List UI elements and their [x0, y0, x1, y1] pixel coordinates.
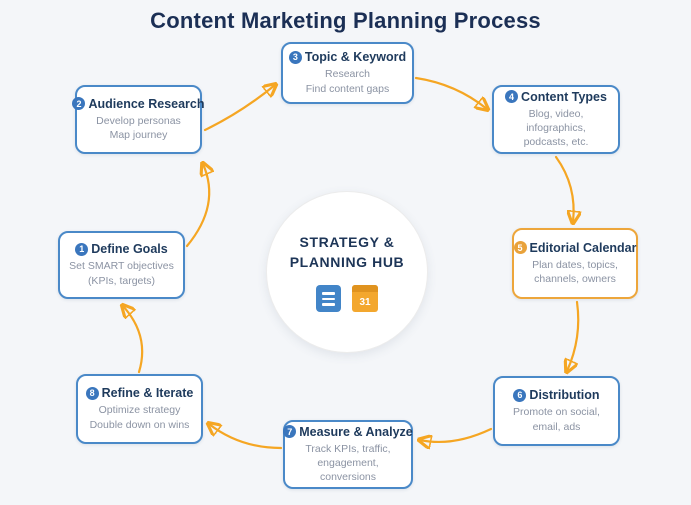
arrow-distribution-to-measure-analyze — [420, 427, 493, 442]
step-badge: 1 — [75, 242, 89, 256]
arrow-topic-keyword-to-content-types — [414, 76, 487, 109]
arrow-editorial-calendar-to-distribution — [567, 300, 580, 371]
step-badge: 2 — [72, 97, 86, 111]
node-refine-iterate[interactable]: 8 Refine & Iterate Optimize strategy Dou… — [76, 374, 203, 444]
node-label: Measure & Analyze — [299, 424, 413, 439]
calendar-icon: 31 — [352, 285, 378, 313]
node-label: Define Goals — [91, 242, 168, 257]
node-label: Refine & Iterate — [101, 386, 194, 401]
arrow-refine-iterate-to-define-goals — [123, 306, 144, 374]
step-badge: 7 — [283, 425, 297, 439]
document-icon — [316, 285, 341, 313]
page-title: Content Marketing Planning Process — [150, 8, 541, 33]
node-title: 7 Measure & Analyze — [283, 424, 413, 439]
step-badge: 5 — [513, 241, 527, 255]
node-measure-analyze[interactable]: 7 Measure & Analyze Track KPIs, traffic,… — [283, 420, 413, 489]
hub-label: STRATEGY & PLANNING HUB — [289, 233, 405, 270]
arrow-content-types-to-editorial-calendar — [554, 155, 574, 222]
node-label: Distribution — [529, 388, 600, 403]
node-label: Editorial Calendar — [529, 240, 637, 255]
step-badge: 3 — [288, 50, 302, 64]
node-content-types[interactable]: 4 Content Types Blog, video, infographic… — [492, 85, 620, 154]
node-topic-keyword[interactable]: 3 Topic & Keyword Research Find content … — [281, 42, 414, 104]
node-title: 1 Define Goals — [75, 242, 168, 257]
node-distribution[interactable]: 6 Distribution Promote on social, email,… — [493, 376, 620, 446]
node-define-goals[interactable]: 1 Define Goals Set SMART objectives (KPI… — [58, 231, 185, 299]
node-title: 5 Editorial Calendar — [513, 240, 637, 255]
node-desc: Track KPIs, traffic, engagement, convers… — [305, 442, 391, 484]
step-badge: 6 — [513, 388, 527, 402]
node-desc: Plan dates, topics, channels, owners — [532, 258, 618, 285]
node-label: Topic & Keyword — [304, 50, 407, 65]
node-desc: Set SMART objectives (KPIs, targets) — [69, 260, 174, 287]
strategy-planning-hub[interactable]: STRATEGY & PLANNING HUB 31 — [266, 191, 428, 353]
node-title: 4 Content Types — [505, 90, 607, 104]
node-title: 8 Refine & Iterate — [85, 386, 194, 401]
node-title: 6 Distribution — [513, 388, 600, 403]
node-desc: Research Find content gaps — [305, 68, 390, 95]
node-label: Content Types — [521, 89, 607, 104]
node-desc: Optimize strategy Double down on wins — [89, 404, 190, 431]
node-editorial-calendar[interactable]: 5 Editorial Calendar Plan dates, topics,… — [512, 228, 638, 299]
arrow-define-goals-to-audience-research — [185, 164, 209, 248]
step-badge: 8 — [85, 386, 99, 400]
node-label: Audience Research — [88, 96, 205, 111]
hub-icons: 31 — [316, 285, 378, 313]
calendar-day-label: 31 — [359, 297, 371, 309]
calendar-icon-header — [352, 285, 378, 293]
arrow-audience-research-to-topic-keyword — [203, 85, 275, 132]
node-audience-research[interactable]: 2 Audience Research Develop personas Map… — [72, 85, 205, 154]
node-title: 2 Audience Research — [72, 96, 205, 111]
node-desc: Promote on social, email, ads — [513, 406, 600, 433]
node-title: 3 Topic & Keyword — [288, 50, 407, 65]
arrow-measure-analyze-to-refine-iterate — [209, 424, 283, 450]
node-desc: Develop personas Map journey — [96, 114, 181, 141]
node-desc: Blog, video, infographics, podcasts, etc… — [523, 107, 589, 149]
step-badge: 4 — [505, 90, 519, 104]
